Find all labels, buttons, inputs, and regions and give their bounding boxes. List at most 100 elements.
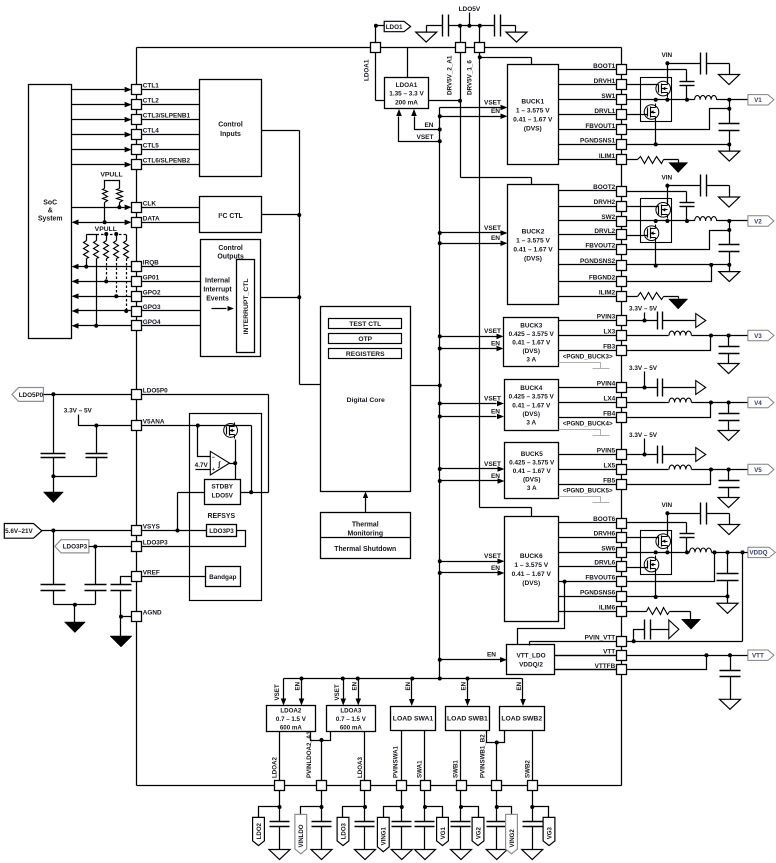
svg-text:PVIN3: PVIN3 bbox=[597, 314, 616, 321]
svg-text:Control: Control bbox=[218, 245, 243, 252]
svg-text:GPO2: GPO2 bbox=[143, 289, 161, 296]
svg-text:VING2: VING2 bbox=[509, 829, 516, 848]
svg-text:VSET: VSET bbox=[417, 134, 434, 141]
svg-text:VSET: VSET bbox=[484, 99, 501, 106]
svg-text:LDO5V: LDO5V bbox=[212, 492, 234, 499]
svg-text:+: + bbox=[212, 467, 216, 473]
svg-text:VSET: VSET bbox=[334, 684, 341, 700]
svg-text:200 mA: 200 mA bbox=[395, 99, 418, 106]
svg-text:SWB1: SWB1 bbox=[453, 760, 460, 778]
svg-text:Outputs: Outputs bbox=[217, 254, 244, 261]
svg-text:3.3V – 5V: 3.3V – 5V bbox=[629, 432, 658, 439]
svg-text:BOOT2: BOOT2 bbox=[593, 184, 615, 191]
svg-text:LDOA2: LDOA2 bbox=[280, 708, 302, 715]
svg-text:BUCK1: BUCK1 bbox=[521, 99, 544, 106]
svg-text:LX3: LX3 bbox=[603, 329, 615, 336]
svg-text:0.425 – 3.575 V: 0.425 – 3.575 V bbox=[509, 331, 555, 338]
svg-text:3 A: 3 A bbox=[526, 419, 536, 426]
svg-text:VDDQ: VDDQ bbox=[749, 550, 767, 557]
svg-text:VSYS: VSYS bbox=[143, 524, 161, 531]
svg-text:DRVH1: DRVH1 bbox=[594, 78, 616, 85]
svg-text:SW1: SW1 bbox=[601, 93, 615, 100]
svg-text:LDO5P0: LDO5P0 bbox=[19, 392, 44, 399]
svg-text:DRVL1: DRVL1 bbox=[594, 108, 615, 115]
svg-text:VDDQ/2: VDDQ/2 bbox=[519, 662, 543, 669]
svg-text:3.3V – 5V: 3.3V – 5V bbox=[629, 365, 658, 372]
svg-text:600 mA: 600 mA bbox=[280, 725, 303, 732]
svg-text:STDBY: STDBY bbox=[211, 484, 233, 491]
svg-text:System: System bbox=[38, 216, 63, 223]
svg-text:REGISTERS: REGISTERS bbox=[346, 351, 385, 358]
svg-text:DRVH6: DRVH6 bbox=[594, 531, 616, 538]
svg-text:V1: V1 bbox=[754, 97, 762, 104]
svg-text:CTL6/SLPENB2: CTL6/SLPENB2 bbox=[143, 158, 191, 165]
svg-text:DRV5V_1_6: DRV5V_1_6 bbox=[467, 60, 474, 95]
svg-text:DRVL6: DRVL6 bbox=[594, 560, 615, 567]
svg-text:GPO4: GPO4 bbox=[143, 319, 161, 326]
svg-text:VTT: VTT bbox=[603, 648, 615, 655]
svg-text:LX4: LX4 bbox=[603, 396, 615, 403]
svg-text:Interrupt: Interrupt bbox=[203, 287, 232, 294]
svg-text:LDO3P3: LDO3P3 bbox=[209, 528, 234, 535]
svg-text:LDO5P0: LDO5P0 bbox=[143, 387, 168, 394]
svg-text:LDOA3: LDOA3 bbox=[357, 756, 364, 778]
svg-text:V4: V4 bbox=[754, 400, 762, 407]
svg-text:DRV5V_2_A1: DRV5V_2_A1 bbox=[447, 55, 454, 95]
svg-text:5.6V–21V: 5.6V–21V bbox=[5, 528, 33, 535]
svg-text:LOAD SWA1: LOAD SWA1 bbox=[393, 716, 434, 723]
svg-text:&: & bbox=[48, 207, 53, 214]
svg-text:VG2: VG2 bbox=[475, 826, 482, 839]
svg-text:PVIN4: PVIN4 bbox=[597, 381, 616, 388]
svg-text:EN: EN bbox=[491, 340, 500, 347]
svg-text:VG1: VG1 bbox=[440, 826, 447, 839]
svg-text:(DVS): (DVS) bbox=[524, 126, 542, 133]
svg-text:IRQB: IRQB bbox=[143, 260, 159, 267]
svg-text:0.425 – 3.575 V: 0.425 – 3.575 V bbox=[509, 394, 555, 401]
svg-text:Internal: Internal bbox=[205, 278, 230, 285]
svg-text:LDO3P3: LDO3P3 bbox=[143, 540, 168, 547]
svg-text:V5ANA: V5ANA bbox=[143, 419, 165, 426]
svg-text:600 mA: 600 mA bbox=[340, 725, 363, 732]
svg-text:PVINLDOA2_A3: PVINLDOA2_A3 bbox=[306, 731, 313, 778]
svg-text:EN: EN bbox=[487, 652, 496, 659]
svg-text:LDO1: LDO1 bbox=[386, 24, 403, 31]
svg-text:DRVH2: DRVH2 bbox=[594, 199, 616, 206]
svg-text:VIN: VIN bbox=[661, 502, 672, 509]
svg-text:V5: V5 bbox=[754, 467, 762, 474]
svg-text:TEST CTL: TEST CTL bbox=[349, 321, 381, 328]
svg-text:Thermal: Thermal bbox=[352, 522, 379, 529]
svg-text:V2: V2 bbox=[754, 218, 762, 225]
svg-text:VINLDO: VINLDO bbox=[298, 824, 305, 847]
svg-text:BUCK3: BUCK3 bbox=[520, 322, 542, 329]
svg-text:EN: EN bbox=[516, 681, 523, 690]
svg-text:LDO2: LDO2 bbox=[256, 822, 263, 839]
svg-text:0.41 – 1.67 V: 0.41 – 1.67 V bbox=[513, 468, 552, 475]
svg-text:Events: Events bbox=[206, 295, 229, 302]
svg-text:(DVS): (DVS) bbox=[522, 580, 540, 587]
svg-text:INTERRUPT_CTL: INTERRUPT_CTL bbox=[243, 278, 250, 334]
svg-text:FB5: FB5 bbox=[603, 478, 616, 485]
svg-text:EN: EN bbox=[461, 681, 468, 690]
svg-text:BUCK2: BUCK2 bbox=[522, 228, 545, 235]
svg-text:1 – 3.575 V: 1 – 3.575 V bbox=[514, 562, 548, 569]
svg-text:<PGND_BUCK4>: <PGND_BUCK4> bbox=[563, 421, 613, 428]
svg-text:PGNDSNS2: PGNDSNS2 bbox=[580, 258, 616, 265]
svg-text:VTTFB: VTTFB bbox=[595, 663, 616, 670]
svg-text:BOOT1: BOOT1 bbox=[593, 63, 615, 70]
svg-text:0.41 – 1.67 V: 0.41 – 1.67 V bbox=[512, 571, 552, 578]
svg-text:(DVS): (DVS) bbox=[524, 255, 542, 262]
svg-text:0.41 – 1.67 V: 0.41 – 1.67 V bbox=[513, 117, 553, 124]
svg-text:PGNDSNS1: PGNDSNS1 bbox=[580, 138, 616, 145]
svg-text:LOAD SWB2: LOAD SWB2 bbox=[501, 716, 542, 723]
svg-text:<PGND_BUCK5>: <PGND_BUCK5> bbox=[563, 488, 613, 495]
svg-text:ILIM1: ILIM1 bbox=[599, 153, 616, 160]
svg-text:ILIM2: ILIM2 bbox=[599, 289, 616, 296]
svg-text:EN: EN bbox=[351, 681, 358, 690]
svg-text:FB4: FB4 bbox=[603, 411, 616, 418]
svg-text:PVINSWB1_B2: PVINSWB1_B2 bbox=[480, 734, 487, 778]
svg-text:EN: EN bbox=[405, 681, 412, 690]
svg-text:ILIM6: ILIM6 bbox=[599, 605, 616, 612]
svg-text:PVIN5: PVIN5 bbox=[597, 448, 616, 455]
svg-text:GP01: GP01 bbox=[143, 275, 160, 282]
svg-text:SWA1: SWA1 bbox=[417, 760, 424, 778]
